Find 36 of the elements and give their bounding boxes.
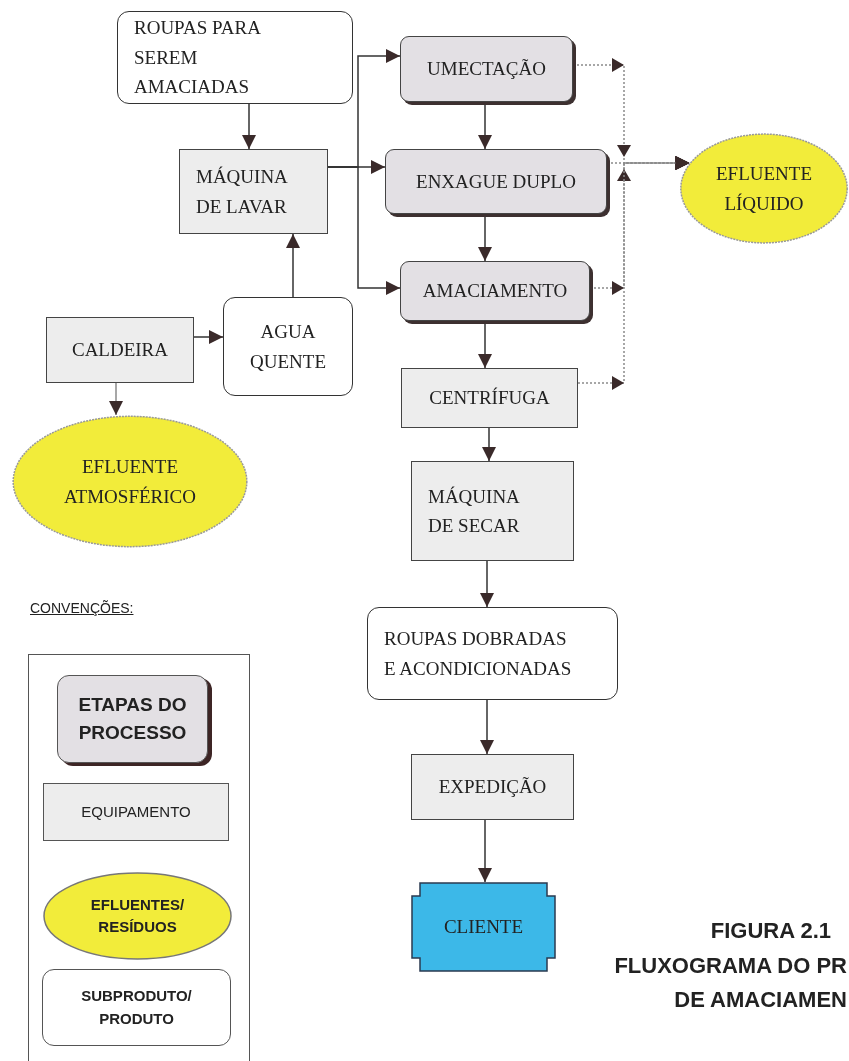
node-label: CALDEIRA bbox=[71, 338, 169, 363]
node-label: CLIENTE bbox=[443, 915, 524, 940]
node-label: ROUPAS DOBRADAS E ACONDICIONADAS bbox=[384, 627, 573, 681]
product-box bbox=[117, 11, 353, 104]
equipment-box bbox=[401, 368, 578, 428]
equipment-box bbox=[411, 754, 574, 820]
node-label: EXPEDIÇÃO bbox=[438, 775, 547, 800]
figure-caption: FIGURA 2.1 bbox=[710, 918, 831, 944]
conventions-heading: CONVENÇÕES: bbox=[30, 600, 134, 616]
node-label: AMACIAMENTO bbox=[422, 279, 568, 304]
effluent-ellipse bbox=[12, 415, 248, 548]
legend-label: ETAPAS DO PROCESSO bbox=[77, 692, 188, 745]
product-box bbox=[223, 297, 353, 396]
figure-caption: FLUXOGRAMA DO PR bbox=[614, 953, 847, 979]
node-label: MÁQUINA DE LAVAR bbox=[196, 165, 289, 219]
node-label: ENXAGUE DUPLO bbox=[416, 169, 576, 194]
product-box bbox=[367, 607, 618, 700]
effluent-ellipse bbox=[680, 133, 848, 244]
figure-caption: DE AMACIAMEN bbox=[674, 987, 847, 1013]
node-label: ROUPAS PARA SEREM AMACIADAS bbox=[134, 16, 262, 100]
node-label: EFLUENTE LÍQUIDO bbox=[714, 162, 813, 216]
node-label: AGUA QUENTE bbox=[249, 320, 327, 374]
node-label: UMECTAÇÃO bbox=[427, 57, 546, 82]
equipment-box bbox=[179, 149, 328, 234]
client-shape bbox=[411, 882, 556, 972]
legend-label: EQUIPAMENTO bbox=[81, 801, 191, 822]
equipment-box bbox=[46, 317, 194, 383]
node-label: EFLUENTE ATMOSFÉRICO bbox=[63, 455, 197, 509]
process-step-box bbox=[400, 261, 590, 321]
process-step-box bbox=[400, 36, 573, 102]
node-label: CENTRÍFUGA bbox=[429, 386, 550, 411]
process-step-box bbox=[385, 149, 607, 214]
equipment-box bbox=[411, 461, 574, 561]
legend-label: SUBPRODUTO/ PRODUTO bbox=[80, 986, 193, 1029]
legend-label: EFLUENTES/ RESÍDUOS bbox=[89, 894, 186, 937]
node-label: MÁQUINA DE SECAR bbox=[428, 484, 521, 538]
